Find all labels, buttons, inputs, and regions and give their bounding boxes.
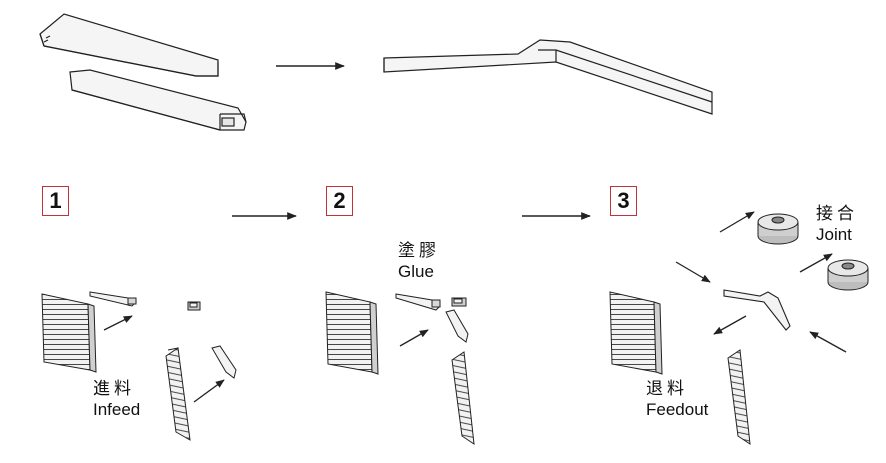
step1-arrow-b [193,379,225,403]
step1-part-a [89,291,137,307]
infeed-label: 進料 Infeed [93,378,140,420]
step3-arrow-in-left [675,261,711,283]
step-badge-3: 3 [610,186,637,216]
step2-arrow [399,329,429,347]
joint-label: 接合 Joint [816,203,858,245]
step2-stack [325,291,379,375]
step1-stack [41,293,97,373]
top-part-upper [39,13,219,77]
infeed-label-en: Infeed [93,400,141,419]
joint-label-zh: 接合 [816,204,858,223]
joint-label-en: Joint [816,225,852,244]
step3-arrow-in-right [809,331,847,353]
step3-arrow-joint-1 [719,211,755,233]
top-joined-part [383,39,713,115]
joint-roller-upper [757,213,799,245]
step1-arrow-a [103,315,133,331]
feedout-label: 退料 Feedout [646,378,708,420]
step1-slat-pack [165,347,191,441]
step2-part-a [395,293,441,311]
step2-slat-pack [451,351,475,446]
feedout-label-en: Feedout [646,400,709,419]
feedout-label-zh: 退料 [646,379,688,398]
step3-slat-pack [727,349,751,446]
step2-chip [451,297,467,307]
step3-arrow-joint-2 [799,253,833,273]
step-badge-1: 1 [42,186,69,216]
step-badge-2: 2 [326,186,353,216]
step1-part-b [211,345,237,379]
step3-joined-part [723,289,791,331]
step1-chip [187,301,201,311]
glue-label-zh: 塗膠 [398,241,440,260]
step2-part-b [445,309,469,343]
joint-roller-lower [827,259,869,291]
step3-stack [609,291,663,375]
top-part-lower [69,69,247,131]
glue-label-en: Glue [398,262,434,281]
step3-arrow-out [713,315,747,335]
glue-label: 塗膠 Glue [398,240,440,282]
infeed-label-zh: 進料 [93,379,135,398]
